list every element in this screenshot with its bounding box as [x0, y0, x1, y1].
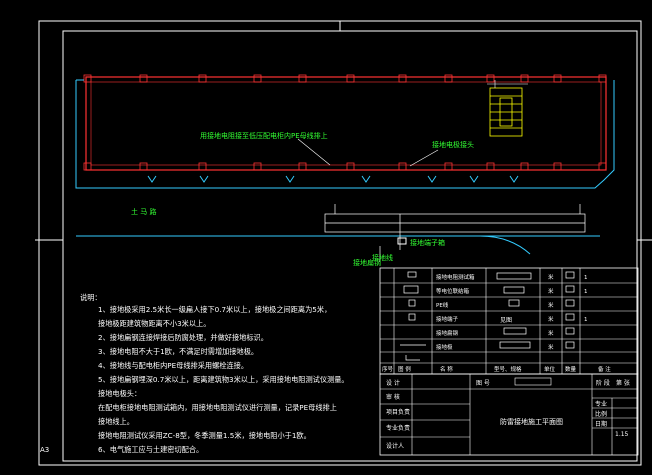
- legend-row-name: 等电位联结箱: [436, 287, 470, 295]
- legend-header-cell: 名 称: [440, 365, 453, 373]
- tb-drawing-title: 防雷接地施工平面图: [500, 417, 563, 426]
- road-label: 土 马 路: [131, 207, 156, 216]
- note-line: 接地电极头：: [98, 389, 141, 398]
- note-line: 接地极距建筑物距离不小3米以上。: [98, 319, 210, 328]
- note-line: 6、电气施工应与土建密切配合。: [98, 445, 203, 454]
- tb-designer: 设计人: [386, 442, 404, 450]
- callout-electrode: 接地电极接头: [432, 140, 474, 149]
- grounding-bar-label: 接地扁钢: [353, 258, 381, 267]
- grounding-wire-label: 接地线: [372, 253, 393, 262]
- building-plan: [83, 74, 607, 171]
- callout-leader-1: [297, 138, 331, 166]
- legend-row-unit: 米: [548, 343, 554, 351]
- tb-scale-label: 比例: [595, 410, 607, 418]
- legend-header-cell: 图 例: [398, 365, 411, 373]
- legend-row-name: 接地端子: [436, 315, 459, 323]
- legend-row-qty: 1: [584, 275, 588, 281]
- legend-row-name: 接地极: [436, 343, 453, 351]
- legend-row-unit: 米: [548, 287, 554, 295]
- legend-header-cell: 单位: [544, 365, 556, 373]
- tb-sheet-label: 第 张: [616, 379, 630, 387]
- tb-review-label: 审 核: [386, 393, 400, 401]
- legend-row-unit: 米: [548, 329, 554, 337]
- legend-row-name: 接地电阻测试箱: [436, 273, 475, 281]
- note-line: 1、接地极采用2.5米长一级扁人接下0.7米以上，接地极之间距离为5米，: [98, 305, 331, 314]
- general-notes: 说明： 1、接地极采用2.5米长一级扁人接下0.7米以上，接地极之间距离为5米，…: [80, 293, 349, 454]
- legend-row-name: PE线: [436, 301, 449, 309]
- tb-design-label: 设 计: [386, 379, 400, 387]
- notes-heading: 说明：: [80, 293, 102, 302]
- tb-date-label: 日期: [595, 420, 607, 428]
- grounding-ring: [75, 79, 615, 255]
- legend-row-name: 接地扁钢: [436, 329, 459, 337]
- callout-leader-2: [409, 149, 439, 167]
- test-box-label: 接地端子箱: [410, 238, 445, 247]
- tb-drawing-no-label: 图 号: [476, 380, 490, 387]
- legend-row-unit: 米: [548, 301, 554, 309]
- tb-stage-label: 阶 段: [596, 379, 610, 387]
- tb-professional-leader: 专业负责: [386, 424, 410, 432]
- legend-header-cell: 备 注: [598, 365, 611, 373]
- legend-row-qty: 1: [584, 317, 588, 323]
- legend-row-unit: 米: [548, 273, 554, 281]
- legend-spec-sample: 见图: [500, 317, 512, 324]
- legend-header-cell: 型号、规格: [494, 365, 522, 373]
- note-line: 在配电柜接地电阻测试箱内，用接地电阻测试仪进行测量，记录PE母线排上: [98, 403, 337, 412]
- note-line: 3、接地电阻不大于1欧，不满足时需增加接地极。: [98, 347, 258, 356]
- note-line: 2、接地扁钢连接焊接后防腐处理，并做好接地标识。: [98, 333, 268, 342]
- foundation-strip: [324, 204, 586, 262]
- callout-plc-text: 用接地电阻接至低压配电柜内PE母线排上: [200, 131, 328, 140]
- outer-frame: [38, 20, 642, 466]
- stair-symbol: [489, 87, 523, 137]
- legend-header-cell: 序号: [382, 365, 394, 373]
- note-line: 4、接地线与配电柜内PE母线排采用螺栓连接。: [98, 361, 248, 370]
- legend-row-qty: 1: [584, 289, 588, 295]
- tb-major-label: 专业: [595, 400, 607, 408]
- legend-header-cell: 数量: [565, 365, 577, 373]
- tb-date-value: 1.15: [615, 431, 629, 438]
- sheet-size-label: A3: [40, 446, 49, 454]
- legend-row-unit: 米: [548, 315, 554, 323]
- title-block: 设 计 图 号 审 核 项目负责 专业负责 设计人 防雷接地施工平面图 阶 段 …: [379, 373, 639, 456]
- note-line: 5、接地扁钢埋深0.7米以上，距离建筑物3米以上，采用接地电阻测试仪测量。: [98, 375, 349, 384]
- note-line: 接地线上。: [98, 417, 134, 426]
- note-line: 接地电阻测试仪采用ZC-8型，冬季测量1.5米，接地电阻小于1欧。: [98, 431, 311, 440]
- inner-frame: [62, 30, 638, 462]
- test-box-symbol: [397, 237, 407, 245]
- tb-project-leader: 项目负责: [386, 408, 410, 416]
